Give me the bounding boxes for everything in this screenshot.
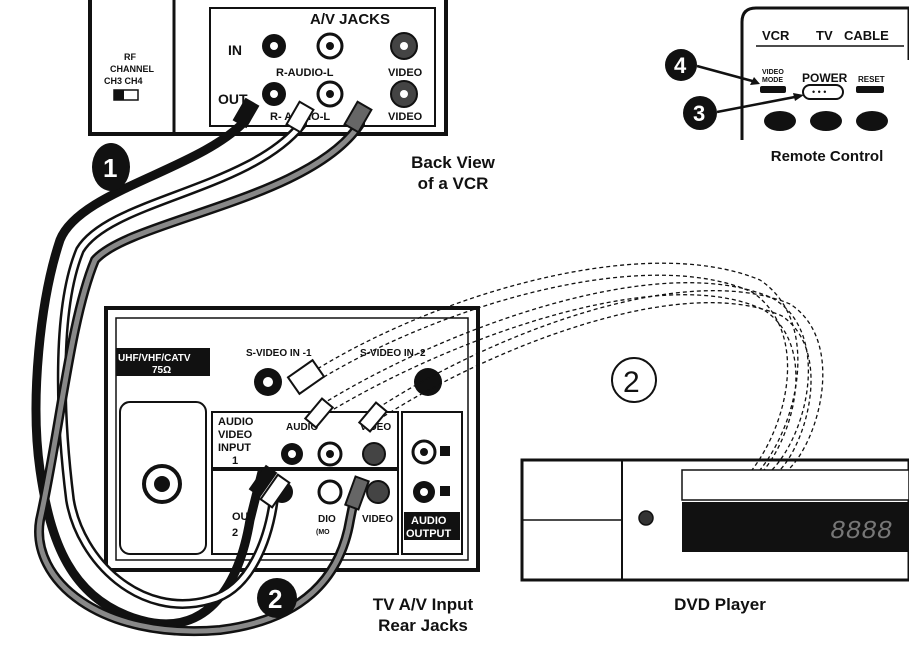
svg-text:• • •: • • • [812,87,826,97]
av-jacks-title: A/V JACKS [310,11,390,28]
tv-caption-line-2: Rear Jacks [378,616,468,635]
step-2-outline-callout: 2 [611,357,657,403]
dvd-power-button [638,510,654,526]
step-2-filled-callout: 2 [257,578,297,618]
rf-ch-label: CH3 CH4 [104,76,143,86]
rf-label: RF [124,52,136,62]
audio-output-label-2: OUTPUT [406,528,452,540]
reset-label: RESET [858,75,885,84]
dvd-display [682,502,909,552]
audio-output-label-1: AUDIO [411,515,447,527]
tv-mono-label: (MO [316,529,330,536]
av-input-number-1: 1 [232,455,238,467]
dvd-caption-text: DVD Player [674,595,766,614]
vcr-back-panel: A/V JACKS IN OUT R-AUDIO-L R- AUDIO-L VI… [88,0,448,136]
av-input2-number: 2 [232,527,238,539]
remote-caption: Remote Control [752,146,902,167]
svideo-2-label: S-VIDEO IN -2 [360,348,426,359]
power-button [802,84,844,100]
step-4-badge [665,49,697,81]
uhf-ohm-label: 75Ω [152,365,171,376]
remote-control: VCR TV CABLE VIDEO MODE POWER • • • RESE… [665,6,909,140]
vcr-in-label: IN [228,42,242,58]
remote-button-3 [856,111,888,131]
tv-in2-video-jack [366,480,390,504]
tv-caption: TV A/V Input Rear Jacks [348,594,498,636]
tv-rear-panel: UHF/VHF/CATV 75Ω S-VIDEO IN -1 S-VIDEO I… [104,306,480,572]
uhf-label: UHF/VHF/CATV [118,353,191,364]
remote-vcr-label: VCR [762,28,790,43]
dvd-to-tv-cables [286,262,824,471]
step-1-callout: 1 [92,143,130,191]
power-label: POWER [802,71,848,85]
vcr-audio-in-label: R-AUDIO-L [276,67,334,79]
svideo-1-label: S-VIDEO IN -1 [246,348,312,359]
vcr-caption-line-2: of a VCR [417,174,489,193]
video-mode-label-2: MODE [762,77,783,84]
tv-in1-video-jack [362,442,386,466]
tv-video-label: VIDEO [360,422,391,433]
tv-in2-audio-l-jack [317,479,343,505]
step-2-outline-number: 2 [623,366,640,399]
dvd-player: 8888 [520,458,909,582]
step-1-number: 1 [103,153,117,183]
vcr-video-in-label: VIDEO [388,67,423,79]
remote-button-2 [810,111,842,131]
rf-channel-label: CHANNEL [110,64,155,74]
dvd-display-readout: 8888 [830,516,892,546]
tv-video2-label: VIDEO [362,514,393,525]
vcr-caption: Back View of a VCR [388,152,518,194]
dvd-caption: DVD Player [650,594,790,615]
av-input-label-2: VIDEO [218,429,253,441]
remote-cable-label: CABLE [844,28,889,43]
vcr-video-out-label: VIDEO [388,111,423,123]
svideo-2-jack [414,368,442,396]
video-mode-button [760,86,786,93]
tv-audio-label: AUDIO [286,422,318,433]
remote-button-1 [764,111,796,131]
vcr-out-label: OUT [218,91,248,107]
remote-caption-text: Remote Control [770,148,884,165]
vcr-caption-line-1: Back View [411,153,495,172]
step-3-number: 3 [693,101,705,126]
tv-caption-line-1: TV A/V Input [372,595,474,614]
step-2-filled-number: 2 [268,584,282,614]
remote-tv-label: TV [816,28,833,43]
av-input-label-3: INPUT [218,442,251,454]
av-input-label-1: AUDIO [218,416,254,428]
step-3-badge [683,96,717,130]
reset-button [856,86,884,93]
video-mode-label-1: VIDEO [762,69,784,76]
tv-audio2-label: DIO [318,514,336,525]
step-4-number: 4 [674,53,687,78]
